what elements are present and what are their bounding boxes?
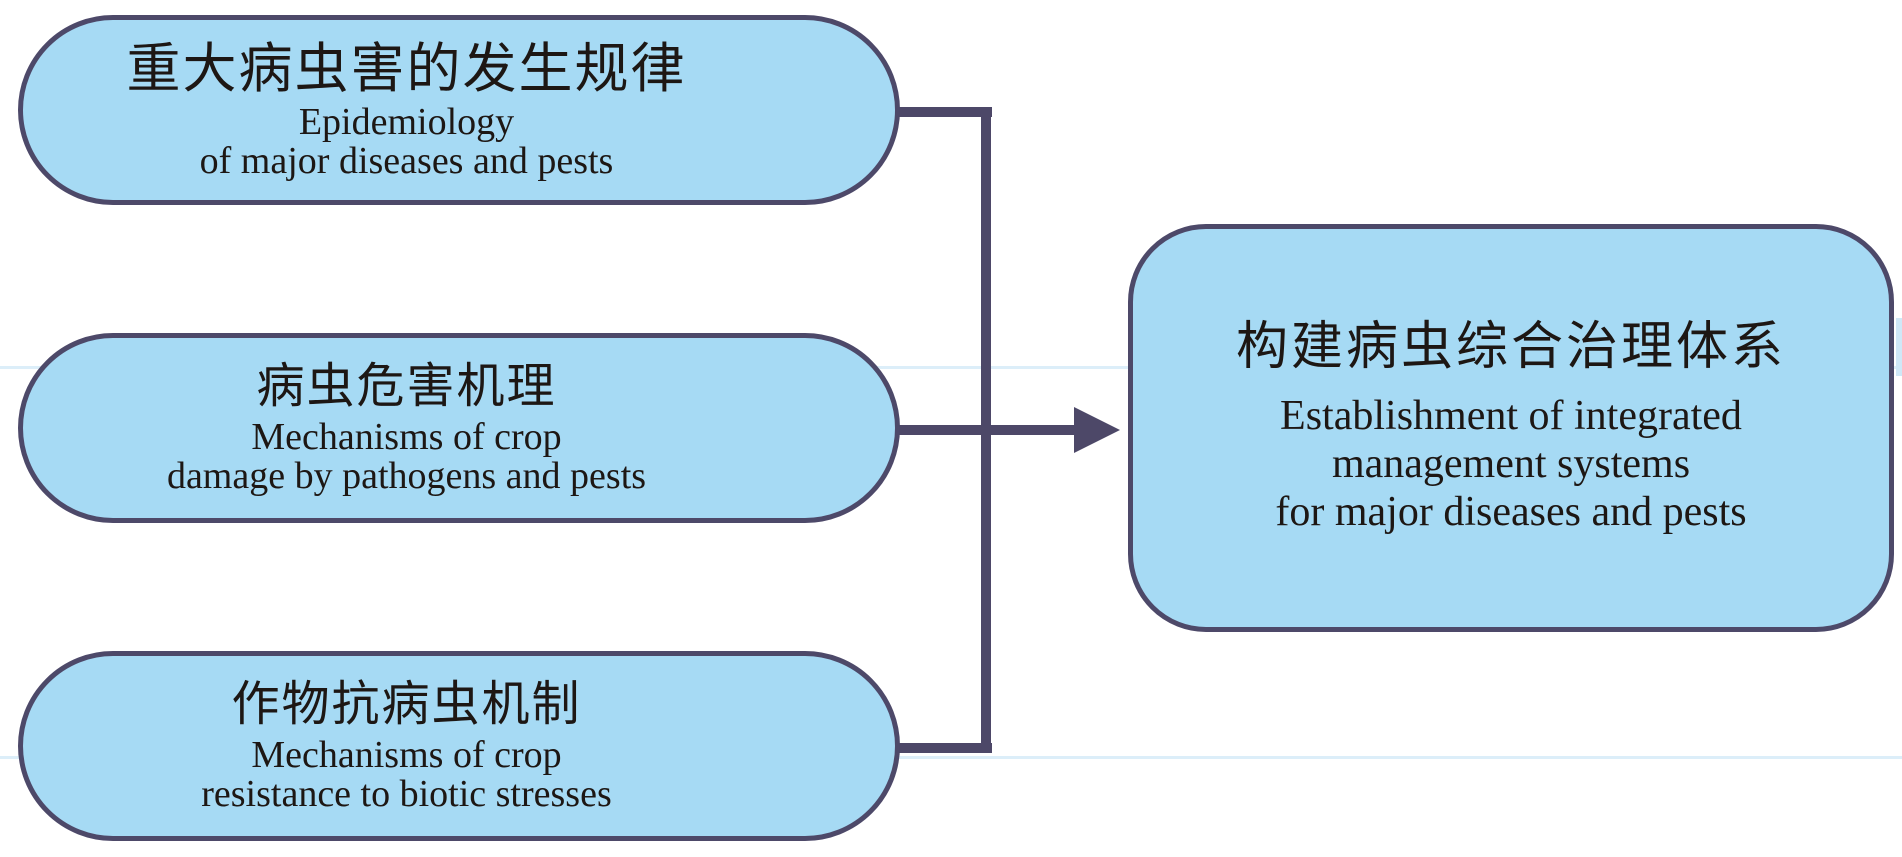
box-title-zh: 作物抗病虫机制	[231, 678, 582, 732]
arrowhead-icon	[1074, 407, 1120, 453]
box-subtitle-en-line: damage by pathogens and pests	[166, 454, 647, 497]
source-box-resistance-mechanisms: 作物抗病虫机制 Mechanisms of crop resistance to…	[18, 651, 900, 841]
box-subtitle-en-line: for major diseases and pests	[1275, 489, 1747, 536]
box-subtitle-en-line: Epidemiology	[298, 101, 515, 144]
box-title-zh: 重大病虫害的发生规律	[126, 39, 687, 100]
box-subtitle-en-line: Mechanisms of crop	[251, 416, 562, 459]
box-title-zh: 构建病虫综合治理体系	[1235, 319, 1786, 377]
source-box-epidemiology: 重大病虫害的发生规律 Epidemiology of major disease…	[18, 15, 900, 205]
faint-rule-line	[0, 366, 1902, 369]
box-subtitle-en-line: resistance to biotic stresses	[201, 772, 612, 815]
box-subtitle-en-line: Mechanisms of crop	[251, 734, 562, 777]
source-box-damage-mechanisms: 病虫危害机理 Mechanisms of crop damage by path…	[18, 333, 900, 523]
box-subtitle-en-line: management systems	[1331, 440, 1691, 487]
box-title-zh: 病虫危害机理	[256, 360, 557, 414]
connector-middle-arrow-shaft	[896, 425, 1078, 435]
result-box-integrated-management: 构建病虫综合治理体系 Establishment of integrated m…	[1128, 224, 1894, 632]
connector-bottom-horizontal	[896, 743, 992, 753]
box-subtitle-en-line: Establishment of integrated	[1280, 392, 1742, 439]
connector-top-horizontal	[896, 107, 992, 117]
box-subtitle-en-line: of major diseases and pests	[199, 140, 614, 183]
scan-artifact	[1896, 318, 1902, 376]
faint-rule-line	[0, 756, 1902, 759]
